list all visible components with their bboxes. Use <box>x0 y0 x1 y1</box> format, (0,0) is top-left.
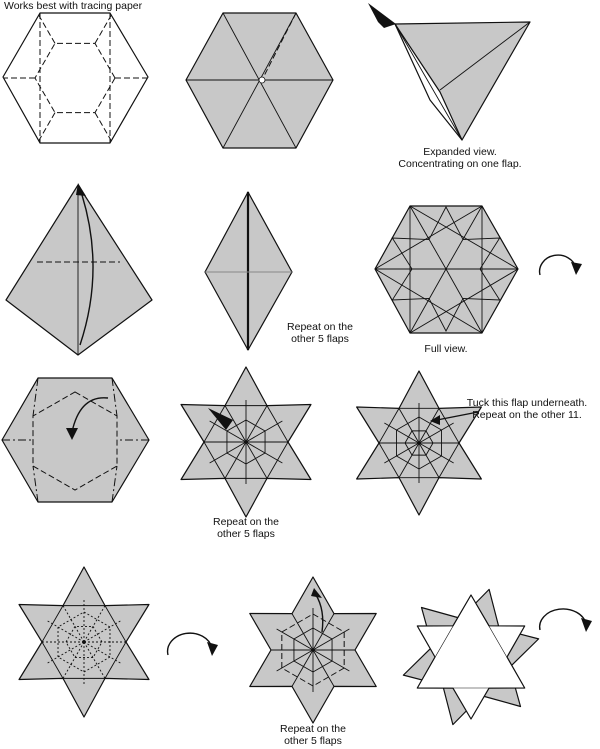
step-11-star-fold <box>249 576 377 724</box>
turn-over-arrow-icon <box>538 608 592 632</box>
step-2-hexagon-folded <box>185 12 334 149</box>
step-3-expanded-flap <box>368 3 531 141</box>
step-12-final-star <box>402 588 540 726</box>
step-6-full-view <box>374 205 519 334</box>
tuck-caption-1: Tuck this flap underneath. <box>467 397 587 409</box>
tuck-pointer <box>436 411 479 421</box>
fold-arrow-icon <box>66 428 78 440</box>
push-arrow-icon <box>208 408 233 430</box>
step-7-hexagon-folds <box>1 377 150 503</box>
step-5-diamond <box>204 191 293 351</box>
push-arrow-icon <box>368 3 396 28</box>
full-view-caption: Full view. <box>424 343 467 355</box>
step-8-star <box>180 366 312 518</box>
turn-over-arrow-icon <box>166 632 218 656</box>
repeat-caption-b1: Repeat on the <box>213 516 279 528</box>
tuck-caption-2: Repeat on the other 11. <box>472 409 582 421</box>
step-4-flap-fold <box>5 183 153 356</box>
step-10-star-dotted <box>18 566 150 718</box>
repeat-caption-c2: other 5 flaps <box>284 735 342 747</box>
turn-over-arrow-icon <box>538 254 582 276</box>
repeat-caption-b2: other 5 flaps <box>217 528 275 540</box>
step-1-hexagon <box>2 12 149 144</box>
repeat-caption-c1: Repeat on the <box>280 723 346 735</box>
repeat-caption-a2: other 5 flaps <box>291 333 349 345</box>
step-9-star-tuck <box>356 370 482 516</box>
top-note: Works best with tracing paper <box>4 0 143 12</box>
expanded-caption-2: Concentrating on one flap. <box>398 158 521 170</box>
fold-arrow-icon <box>76 183 86 196</box>
fold-arrow-icon <box>311 588 322 598</box>
expanded-caption-1: Expanded view. <box>423 146 497 158</box>
repeat-caption-a1: Repeat on the <box>287 321 353 333</box>
